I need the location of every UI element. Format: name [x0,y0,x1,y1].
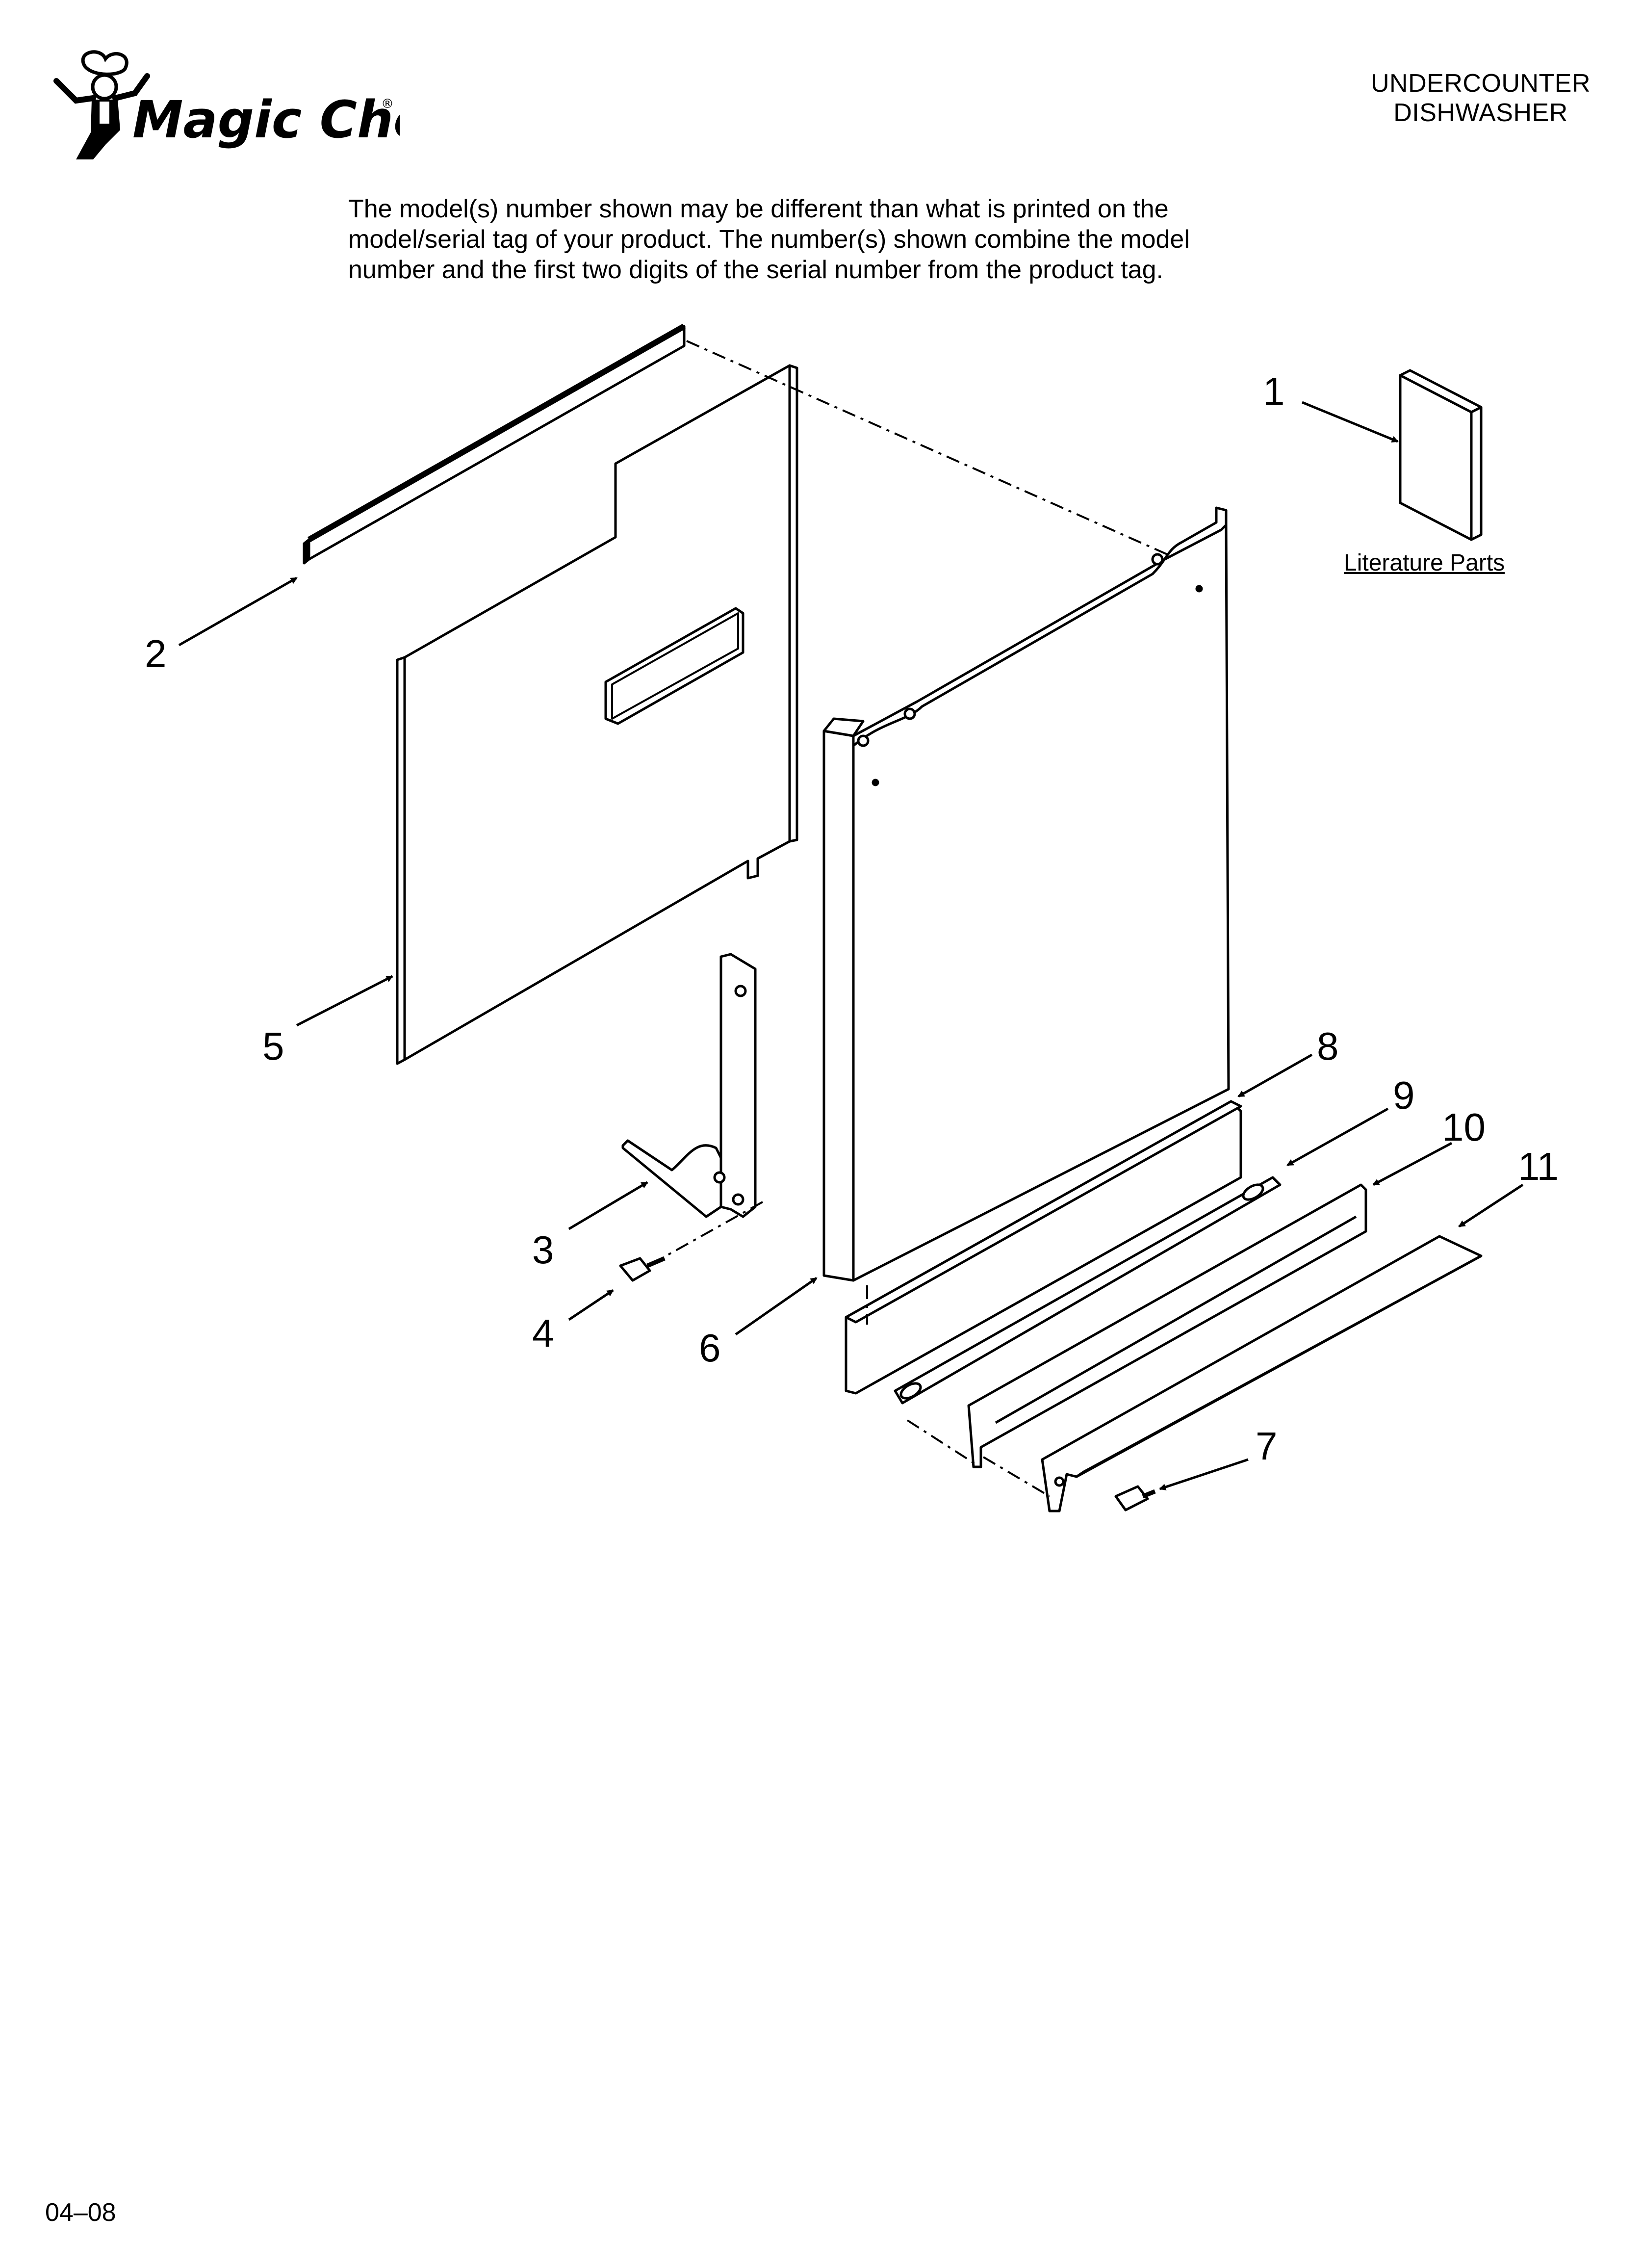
part-hinge-screw [619,1256,666,1282]
callout-9: 9 [1393,1073,1415,1117]
literature-parts-label: Literature Parts [1344,550,1505,576]
callout-6: 6 [699,1326,721,1370]
title-line-2: DISHWASHER [1393,99,1568,127]
part-kick-plate [845,1100,1242,1395]
part-gasket-strip [894,1176,1282,1405]
part-trim-screw [1114,1485,1156,1512]
part-lower-trim [1041,1235,1483,1512]
callout-10: 10 [1442,1105,1486,1149]
revision-code: 04–08 [45,2198,116,2227]
note-line-1: The model(s) number shown may be differe… [348,195,1169,223]
part-inner-door-panel [822,506,1230,1282]
part-hinge-bracket [621,953,757,1218]
callout-2: 2 [145,632,167,676]
registered-mark: ® [381,97,394,111]
callout-3: 3 [532,1228,554,1272]
callout-5: 5 [262,1024,284,1068]
callout-8: 8 [1317,1024,1339,1068]
part-outer-door-panel [396,364,798,1065]
note-line-3: number and the first two digits of the s… [348,256,1163,284]
callout-11: 11 [1518,1145,1559,1188]
title-line-1: UNDERCOUNTER [1371,69,1591,98]
part-toe-panel [967,1183,1367,1468]
callout-7: 7 [1256,1424,1278,1468]
callout-4: 4 [532,1311,554,1355]
model-number-note: The model(s) number shown may be differe… [348,194,1329,285]
part-literature-booklet [1399,369,1483,541]
document-title: UNDERCOUNTER DISHWASHER [1371,69,1591,128]
note-line-2: model/serial tag of your product. The nu… [348,225,1190,254]
callout-1: 1 [1263,369,1285,413]
part-top-strip [303,323,686,565]
